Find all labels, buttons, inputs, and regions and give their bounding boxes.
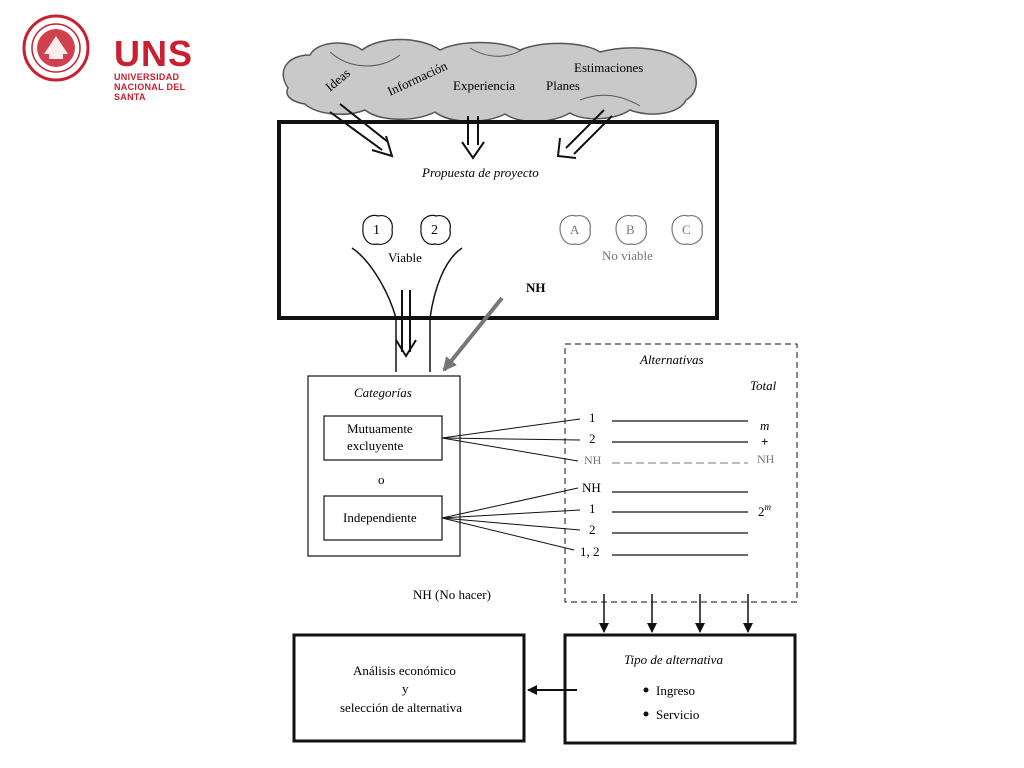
proposal-box <box>277 120 719 320</box>
proposal-nh: NH <box>526 280 546 295</box>
economic-analysis-box <box>292 633 526 743</box>
ind-row-2: 2 <box>589 522 596 537</box>
logo-brand: UNS <box>114 33 194 74</box>
funnel-arrow <box>395 290 417 358</box>
alternatives-total: Total <box>750 378 777 393</box>
me-row-nh: NH <box>584 453 602 467</box>
type-item-servicio: Servicio <box>656 707 699 722</box>
nonviable-item-c: C <box>682 222 691 237</box>
independent-label: Independiente <box>343 510 417 525</box>
mutually-exclusive-line1: Mutuamente <box>347 421 413 436</box>
me-connector-lines <box>441 418 581 462</box>
bullet-icon <box>643 711 649 717</box>
cloud-estimaciones: Estimaciones <box>574 60 643 75</box>
bullet-icon <box>643 687 649 693</box>
viable-blob-1 <box>362 214 393 245</box>
ind-row-nh: NH <box>582 480 601 495</box>
proposal-title: Propuesta de proyecto <box>421 165 539 180</box>
viable-item-2: 2 <box>431 223 438 238</box>
categories-or: o <box>378 472 385 487</box>
nonviable-blob-c <box>671 214 703 245</box>
nh-arrow <box>442 296 504 372</box>
nonviable-label: No viable <box>602 248 653 263</box>
ind-row-12: 1, 2 <box>580 544 600 559</box>
cloud-planes: Planes <box>546 78 580 93</box>
logo-line1: UNIVERSIDAD <box>114 72 180 82</box>
alternatives-box <box>564 343 798 603</box>
me-total-plus: + <box>761 434 768 449</box>
ind-total-exp: m <box>765 502 772 512</box>
categories-box <box>307 375 461 557</box>
economic-line1: Análisis económico <box>353 663 456 678</box>
me-total-nh: NH <box>757 452 775 466</box>
ind-total-base: 2 <box>758 504 765 519</box>
mutually-exclusive-line2: excluyente <box>347 438 404 453</box>
viable-item-1: 1 <box>373 223 380 238</box>
cloud-experiencia: Experiencia <box>453 78 515 93</box>
viable-label: Viable <box>388 250 422 265</box>
alternative-type-title: Tipo de alternativa <box>624 652 723 667</box>
nh-note: NH (No hacer) <box>413 587 491 602</box>
ideas-cloud <box>282 38 697 123</box>
nonviable-item-a: A <box>570 222 580 237</box>
logo-text: UNS UNIVERSIDAD NACIONAL DEL SANTA <box>114 33 202 103</box>
categories-title: Categorías <box>354 385 412 400</box>
me-row-1: 1 <box>589 410 596 425</box>
nonviable-item-b: B <box>626 222 635 237</box>
nonviable-blob-b <box>615 214 647 245</box>
me-row-2: 2 <box>589 431 596 446</box>
nonviable-blob-a <box>559 214 591 245</box>
type-item-ingreso: Ingreso <box>656 683 695 698</box>
viable-funnel <box>351 247 463 372</box>
ind-connector-lines <box>441 487 581 551</box>
university-seal-icon <box>22 14 90 82</box>
alternatives-title: Alternativas <box>639 352 704 367</box>
alternatives-down-arrows <box>599 594 753 633</box>
viable-blob-2 <box>420 214 451 245</box>
economic-line2: y <box>402 681 409 696</box>
university-logo: UNS UNIVERSIDAD NACIONAL DEL SANTA <box>22 14 202 102</box>
logo-line2: NACIONAL DEL SANTA <box>114 82 186 102</box>
me-total-m: m <box>760 418 769 433</box>
economic-line3: selección de alternativa <box>340 700 462 715</box>
ind-row-1: 1 <box>589 501 596 516</box>
ind-total: 2m <box>758 502 772 519</box>
